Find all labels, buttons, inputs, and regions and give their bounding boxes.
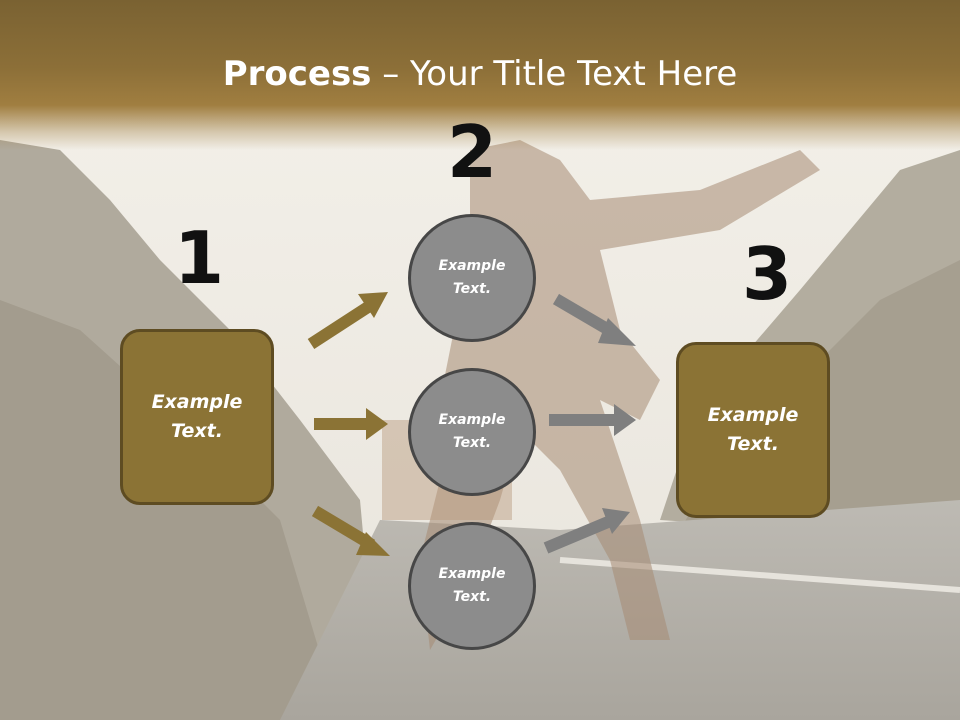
arrow-gold-down xyxy=(311,505,390,556)
right-box-label: Example Text. xyxy=(707,404,799,455)
circle-bottom: Example Text. xyxy=(408,522,536,650)
title-bar xyxy=(0,0,960,150)
arrow-gray-up xyxy=(543,508,630,554)
circle-bottom-label: Example Text. xyxy=(438,566,506,605)
circle-middle: Example Text. xyxy=(408,368,536,496)
circle-top-label: Example Text. xyxy=(438,258,506,297)
step-number-2: 2 xyxy=(446,110,498,194)
arrow-gold-mid xyxy=(314,408,388,440)
arrow-gray-mid xyxy=(549,404,636,436)
circle-top: Example Text. xyxy=(408,214,536,342)
right-box: Example Text. xyxy=(676,342,830,518)
circle-middle-label: Example Text. xyxy=(438,412,506,451)
title-rest: – Your Title Text Here xyxy=(371,54,738,94)
step-number-3: 3 xyxy=(741,232,793,316)
arrow-gold-up xyxy=(307,292,388,350)
title-bold: Process xyxy=(222,54,372,94)
step-number-1: 1 xyxy=(173,216,225,300)
slide-title: Process – Your Title Text Here xyxy=(0,52,960,96)
arrow-gray-down xyxy=(552,293,636,346)
left-box: Example Text. xyxy=(120,329,274,505)
left-box-label: Example Text. xyxy=(151,391,243,442)
